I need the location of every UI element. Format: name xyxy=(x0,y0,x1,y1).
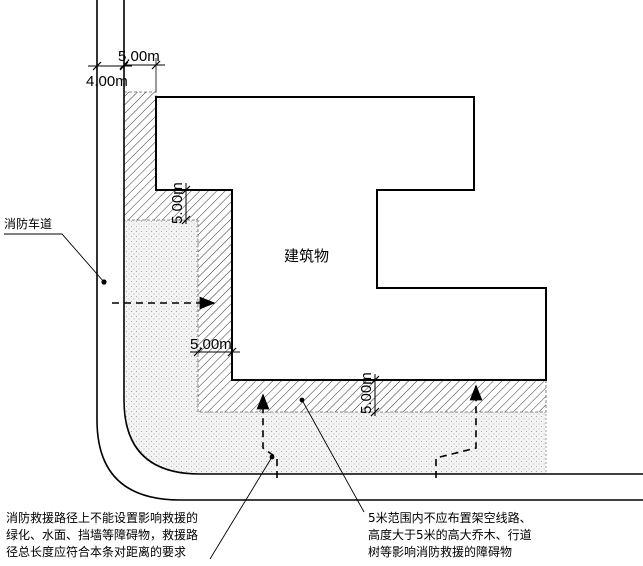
fire-lane-outer-edge xyxy=(96,0,643,501)
obstacle-note-dot xyxy=(269,454,275,460)
obstacle-note: 消防救援路径上不能设置影响救援的 绿化、水面、挡墙等障碍物，救援路 径总长度应符… xyxy=(6,510,198,559)
inner-corner-label: 5.00m xyxy=(169,182,186,224)
left-zone-dimension xyxy=(190,347,240,357)
overhead-note: 5米范围内不应布置架空线路、 高度大于5米的高大乔木、行道 树等影响消防救援的障… xyxy=(368,510,532,559)
obstacle-note-line-3: 径总长度应符合本条对距离的要求 xyxy=(6,544,186,559)
obstacle-note-leader xyxy=(209,456,273,560)
overhead-note-dot xyxy=(299,397,305,403)
overhead-note-line-2: 高度大于5米的高大乔木、行道 xyxy=(368,527,532,542)
fire-lane-label: 消防车道 xyxy=(4,216,52,231)
rescue-arrow-bottom-left xyxy=(256,393,278,478)
building-outline xyxy=(155,96,547,381)
rescue-arrow-bottom-right xyxy=(435,384,483,478)
top-setback-dimension xyxy=(119,58,165,92)
obstacle-note-line-2: 绿化、水面、挡墙等障碍物，救援路 xyxy=(6,527,198,542)
top-setback-label: 5.00m xyxy=(118,48,160,65)
lane-width-label: 4.00m xyxy=(86,73,128,90)
overhead-note-line-1: 5米范围内不应布置架空线路、 xyxy=(368,510,532,525)
overhead-note-leader xyxy=(301,399,365,513)
left-zone-label: 5.00m xyxy=(190,336,232,353)
obstacle-note-line-1: 消防救援路径上不能设置影响救援的 xyxy=(6,510,198,525)
fire-lane-inner-edge xyxy=(123,0,643,475)
lane-width-dimension xyxy=(88,61,132,71)
overhead-note-line-3: 树等影响消防救援的障碍物 xyxy=(368,544,512,559)
bottom-zone-dimension xyxy=(370,374,380,417)
fire-lane-leader xyxy=(4,233,105,283)
building-label: 建筑物 xyxy=(284,247,329,265)
bottom-zone-label: 5.00m xyxy=(358,372,375,414)
fire-lane-leader-dot xyxy=(101,279,107,285)
inner-corner-dimension xyxy=(181,183,191,225)
